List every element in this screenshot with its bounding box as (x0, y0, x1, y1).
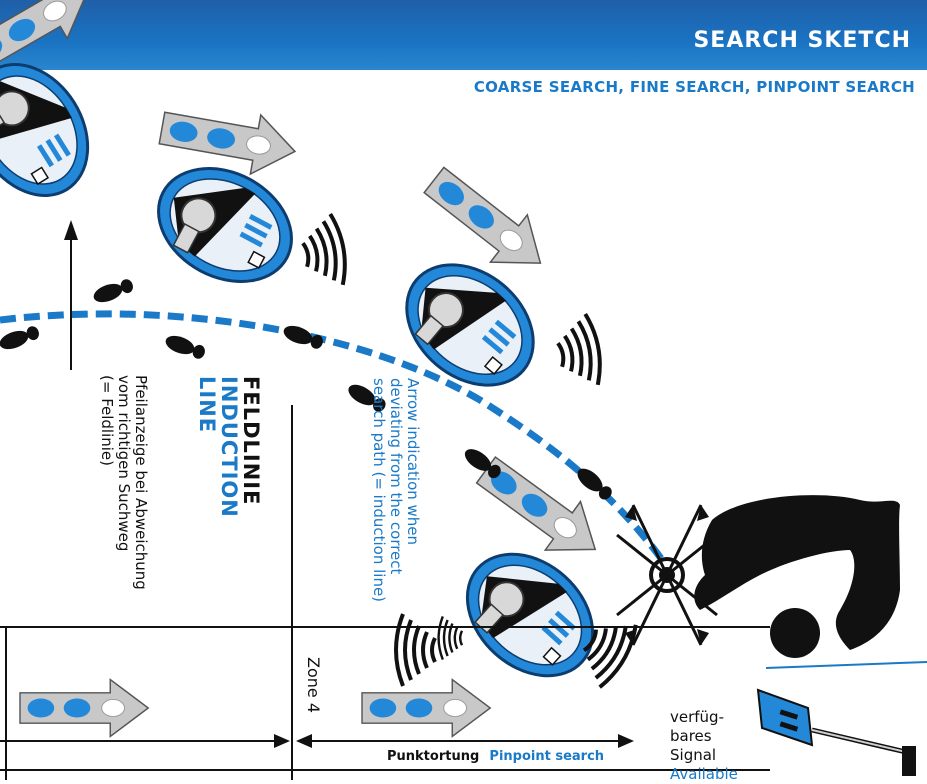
footprint-icon (281, 322, 325, 351)
signal-waves-icon (554, 313, 605, 391)
signal-waves-icon (396, 614, 435, 686)
footprint-icon (0, 324, 41, 353)
signal-waves-icon (439, 616, 462, 659)
snow-surface (766, 662, 927, 668)
probe-icon (758, 690, 916, 776)
signal-label: verfüg- bares Signal Available (670, 708, 738, 784)
induction-description-en: Arrow indication when deviating from the… (370, 378, 421, 602)
pinpoint-label-en: Pinpoint search (489, 749, 604, 764)
induction-description-de: Pfeilanzeige bei Abweichung vom richtige… (98, 375, 149, 590)
induction-title: FELDLINIE INDUCTION LINE (196, 376, 262, 518)
signal-de-line3: Signal (670, 746, 738, 765)
footprint-icon (573, 464, 615, 503)
signal-en-line1: Available (670, 765, 738, 784)
signal-waves-icon (299, 213, 350, 291)
direction-arrow-icon (362, 680, 490, 737)
beacon-device (139, 146, 311, 304)
beacon-device (443, 530, 617, 701)
direction-arrow-icon (20, 680, 148, 737)
footprint-icon (91, 277, 135, 306)
signal-de-line2: bares (670, 727, 738, 746)
pinpoint-search-label: Punktortung Pinpoint search (387, 749, 604, 764)
target-crosshair-icon (617, 505, 717, 645)
signal-de-line1: verfüg- (670, 708, 738, 727)
pinpoint-label-de: Punktortung (387, 749, 479, 764)
footprint-icon (163, 332, 207, 361)
beacon-device (0, 43, 111, 217)
up-arrow-head (64, 220, 78, 240)
direction-arrow-icon (157, 98, 300, 181)
zone-label: Zone 4 (304, 657, 323, 713)
buried-victim-icon (694, 495, 900, 658)
